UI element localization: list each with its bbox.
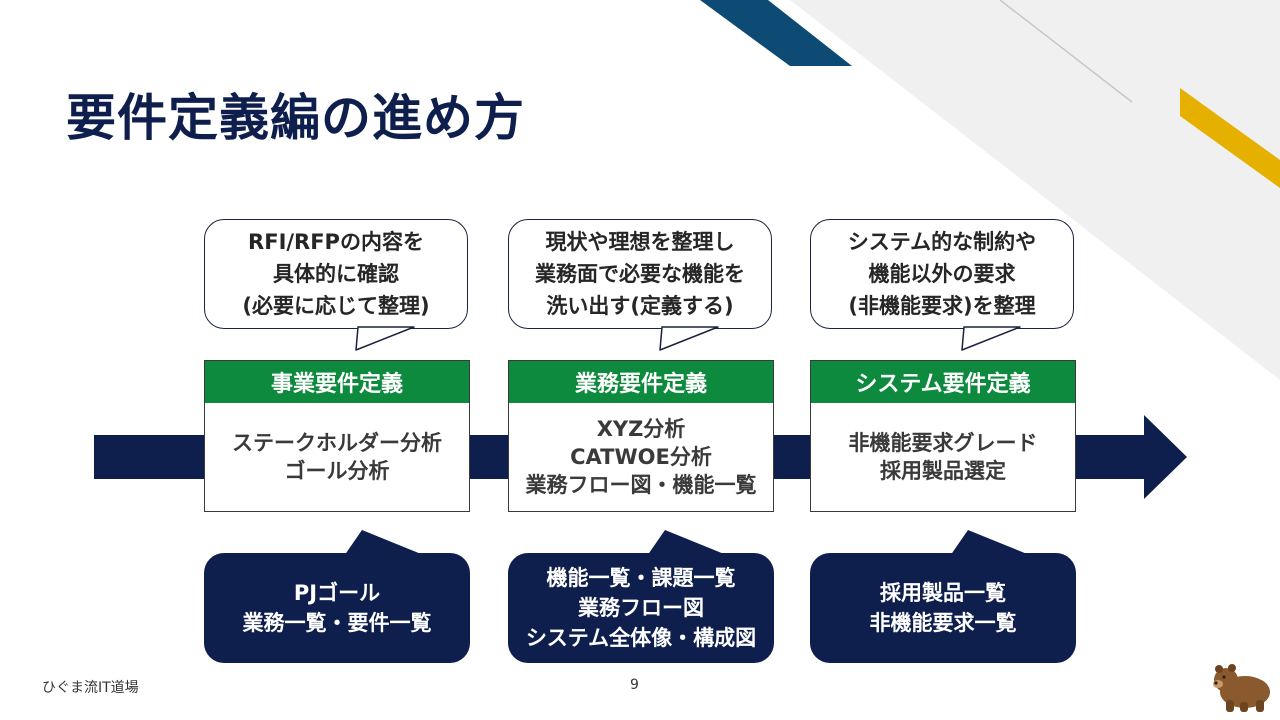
blue-stripe xyxy=(700,0,852,66)
bubble-2-tail xyxy=(659,326,719,351)
bubble-line: システム的な制約や xyxy=(847,230,1037,254)
gray-stripe xyxy=(790,0,1280,380)
output-item: 採用製品一覧 xyxy=(880,581,1006,605)
step-2-output-box: 機能一覧・課題一覧 業務フロー図 システム全体像・構成図 xyxy=(508,553,774,663)
step-1-header: 事業要件定義 xyxy=(205,361,469,403)
step-3-body: 非機能要求グレード 採用製品選定 xyxy=(811,403,1075,511)
bubble-line: RFI/RFPの内容を xyxy=(248,230,424,254)
step-1-body: ステークホルダー分析 ゴール分析 xyxy=(205,403,469,511)
method-item: 非機能要求グレード xyxy=(848,431,1038,455)
step-2-description-bubble: 現状や理想を整理し 業務面で必要な機能を 洗い出す(定義する) xyxy=(508,219,772,329)
bubble-line: 具体的に確認 xyxy=(273,262,399,286)
step-3-card: システム要件定義 非機能要求グレード 採用製品選定 xyxy=(810,360,1076,512)
gray-line xyxy=(999,0,1133,103)
step-1-output-box: PJゴール 業務一覧・要件一覧 xyxy=(204,553,470,663)
method-item: ステークホルダー分析 xyxy=(232,431,442,455)
output-3-tail xyxy=(950,530,1032,556)
step-2-body: XYZ分析 CATWOE分析 業務フロー図・機能一覧 xyxy=(509,403,773,511)
step-3-output-box: 採用製品一覧 非機能要求一覧 xyxy=(810,553,1076,663)
method-item: 採用製品選定 xyxy=(880,459,1006,483)
output-item: システム全体像・構成図 xyxy=(525,626,757,650)
bubble-line: (必要に応じて整理) xyxy=(242,294,430,318)
bubble-line: 洗い出す(定義する) xyxy=(546,294,734,318)
step-2-header: 業務要件定義 xyxy=(509,361,773,403)
page-title: 要件定義編の進め方 xyxy=(66,89,525,147)
output-2-tail xyxy=(647,530,729,556)
method-item: XYZ分析 xyxy=(596,417,686,441)
bear-icon xyxy=(1213,664,1270,712)
bubble-line: 現状や理想を整理し xyxy=(545,230,735,254)
method-item: 業務フロー図・機能一覧 xyxy=(525,473,757,497)
page-number: 9 xyxy=(630,677,639,693)
step-2-card: 業務要件定義 XYZ分析 CATWOE分析 業務フロー図・機能一覧 xyxy=(508,360,774,512)
method-item: CATWOE分析 xyxy=(570,445,712,469)
bubble-1-tail xyxy=(355,326,415,351)
output-item: 非機能要求一覧 xyxy=(869,611,1017,635)
output-item: 機能一覧・課題一覧 xyxy=(546,566,736,590)
output-1-tail xyxy=(344,530,426,556)
output-item: 業務フロー図 xyxy=(578,596,704,620)
bubble-line: 機能以外の要求 xyxy=(868,262,1016,286)
bubble-line: 業務面で必要な機能を xyxy=(535,262,745,286)
yellow-stripe xyxy=(1180,88,1280,188)
step-1-description-bubble: RFI/RFPの内容を 具体的に確認 (必要に応じて整理) xyxy=(204,219,468,329)
output-item: PJゴール xyxy=(293,581,381,605)
step-1-card: 事業要件定義 ステークホルダー分析 ゴール分析 xyxy=(204,360,470,512)
step-3-description-bubble: システム的な制約や 機能以外の要求 (非機能要求)を整理 xyxy=(810,219,1074,329)
footer-brand: ひぐま流IT道場 xyxy=(42,680,139,696)
bubble-3-tail xyxy=(961,326,1021,351)
method-item: ゴール分析 xyxy=(284,459,390,483)
output-item: 業務一覧・要件一覧 xyxy=(242,611,432,635)
step-3-header: システム要件定義 xyxy=(811,361,1075,403)
bubble-line: (非機能要求)を整理 xyxy=(848,294,1036,318)
